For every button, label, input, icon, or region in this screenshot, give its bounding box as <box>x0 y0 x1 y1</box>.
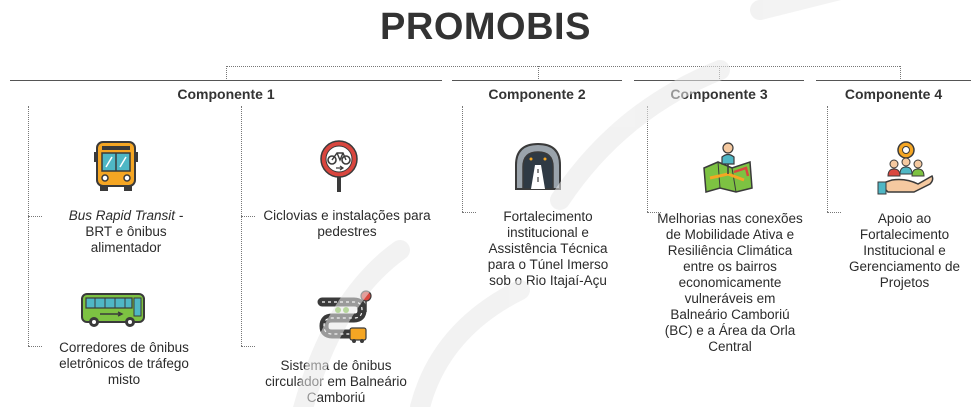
c3-tick <box>647 212 661 213</box>
c1-circ-tick <box>241 346 255 347</box>
corredores-text: Corredores de ônibus eletrônicos de tráf… <box>59 340 189 387</box>
component-2-bar <box>452 80 622 81</box>
component-1-bar <box>10 80 442 81</box>
component-1-label: Componente 1 <box>177 86 275 102</box>
connector-c3 <box>719 66 720 79</box>
map-pin-person-icon <box>703 142 753 193</box>
c3-vline <box>647 106 648 212</box>
connector-c2 <box>538 66 539 79</box>
component-3-label: Componente 3 <box>670 86 768 102</box>
c1-cic-tick <box>241 216 255 217</box>
circulador-text: Sistema de ônibus circulador em Balneári… <box>265 358 407 405</box>
component-4-label: Componente 4 <box>844 86 943 102</box>
electric-bus-icon <box>81 293 145 327</box>
c1-corr-tick <box>28 346 42 347</box>
brt-text: Bus Rapid Transit - BRT e ônibus aliment… <box>46 208 206 256</box>
connector-c4 <box>900 66 901 79</box>
ciclovias-text: Ciclovias e instalações para pedestres <box>263 208 431 239</box>
c1-brt-tick <box>28 216 42 217</box>
c2-tick <box>462 212 476 213</box>
c4-tick <box>827 212 841 213</box>
component-4-bar <box>816 80 971 81</box>
brt-rest-text: BRT e ônibus alimentador <box>85 224 167 255</box>
mobilidade-text: Melhorias nas conexões de Mobilidade Ati… <box>657 211 803 354</box>
component-3-bar <box>634 80 804 81</box>
circulator-route-icon <box>317 290 372 343</box>
tunel-text: Fortalecimento institucional e Assistênc… <box>487 209 609 288</box>
support-hands-icon <box>877 141 934 195</box>
connector-c1 <box>226 66 227 79</box>
tunnel-icon <box>515 142 561 190</box>
c4-vline <box>827 106 828 212</box>
diagram-title: PROMOBIS <box>380 6 591 48</box>
connector-top <box>226 66 900 67</box>
c1-left-vline <box>28 106 29 346</box>
bus-icon <box>94 141 138 191</box>
component-2-label: Componente 2 <box>488 86 586 102</box>
c2-vline <box>462 106 463 212</box>
c1-mid-vline <box>241 106 242 346</box>
apoio-text: Apoio ao Fortalecimento Institucional e … <box>848 211 961 290</box>
brt-italic-text: Bus Rapid Transit - <box>68 208 184 223</box>
bicycle-sign-icon <box>320 140 358 192</box>
